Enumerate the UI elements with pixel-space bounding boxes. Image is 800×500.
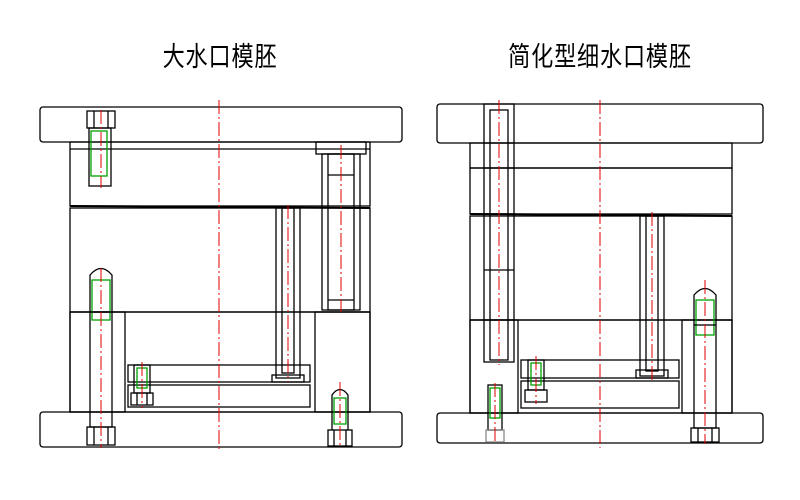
left-spacer-block: [69, 311, 126, 413]
large-gate-mold-base: [39, 106, 403, 448]
a-plate-right: [469, 167, 733, 215]
a-plate: [69, 141, 371, 207]
left-spacer-block-right: [469, 319, 519, 414]
b-plate: [69, 207, 371, 313]
ejector-plate: [127, 384, 311, 408]
runner-stripper-plate: [469, 142, 733, 169]
support-plate-right: [469, 319, 733, 414]
parting-line: [69, 205, 371, 209]
support-plate: [69, 311, 371, 413]
large-gate-mold-base-title: 大水口模胚: [162, 42, 278, 73]
b-plate-right: [469, 215, 733, 321]
right-spacer-block-right: [681, 319, 733, 414]
simplified-pin-point-gate-mold-base-title: 简化型细水口模胚: [508, 42, 692, 73]
socket-head-screw-top-left: [86, 110, 116, 187]
center-lines: [100, 100, 706, 452]
right-spacer-block: [314, 311, 371, 413]
bottom-clamp-plate: [39, 411, 403, 448]
